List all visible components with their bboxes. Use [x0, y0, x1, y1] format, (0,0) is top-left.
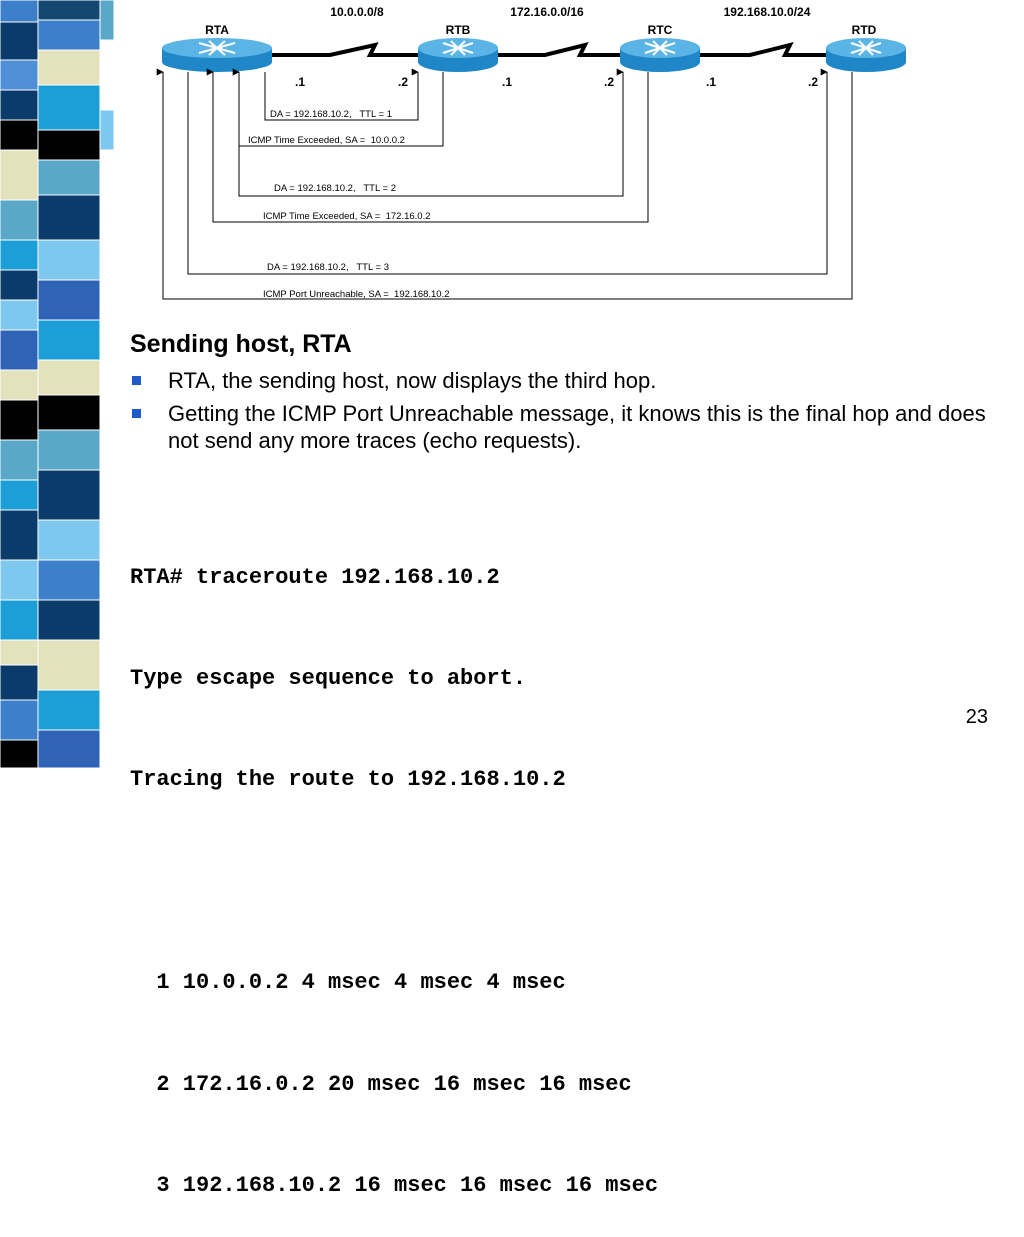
stripe-block: [37, 49, 101, 86]
stripe-block: [0, 699, 39, 741]
message-label: DA = 192.168.10.2, TTL = 3: [267, 262, 389, 273]
code-line: Tracing the route to 192.168.10.2: [130, 767, 566, 793]
stripe-block: [0, 509, 39, 561]
router-icon: [162, 38, 272, 72]
code-line: Type escape sequence to abort.: [130, 665, 527, 691]
stripe-block: [37, 194, 101, 241]
interface-label: .2: [604, 75, 614, 89]
stripe-block: [0, 664, 39, 701]
message-label: DA = 192.168.10.2, TTL = 2: [274, 183, 396, 194]
stripe-block: [0, 739, 39, 768]
stripe-block: [37, 239, 101, 281]
bullet-text: RTA, the sending host, now displays the …: [168, 368, 657, 393]
serial-link: [700, 42, 826, 57]
router-label: RTC: [648, 23, 673, 37]
probe-path-ttl1: [264, 68, 419, 121]
interface-label: .1: [706, 75, 716, 89]
stripe-block: [37, 519, 101, 561]
stripe-block: [0, 479, 39, 511]
message-label: ICMP Port Unreachable, SA = 192.168.10.2: [263, 289, 450, 300]
stripe-block: [0, 399, 39, 441]
bullet-item: Getting the ICMP Port Unreachable messag…: [130, 400, 1010, 454]
bullet-square-icon: [132, 376, 141, 385]
stripe-block: [0, 329, 39, 371]
router-label: RTB: [446, 23, 471, 37]
bullet-text: Getting the ICMP Port Unreachable messag…: [168, 401, 986, 453]
reply-path-port-unreachable: [156, 68, 853, 300]
stripe-block: [37, 319, 101, 361]
interface-label: .2: [808, 75, 818, 89]
stripe-block: [37, 84, 101, 131]
stripe-block: [0, 599, 39, 641]
bullet-square-icon: [132, 409, 141, 418]
slide-heading: Sending host, RTA: [130, 330, 352, 358]
stripe-block: [37, 129, 101, 161]
stripe-block: [0, 299, 39, 331]
router-icon: [418, 38, 498, 72]
traceroute-output: RTA# traceroute 192.168.10.2 Type escape…: [130, 493, 658, 1237]
stripe-block: [37, 639, 101, 691]
network-label: 192.168.10.0/24: [724, 5, 811, 19]
network-label: 172.16.0.0/16: [510, 5, 584, 19]
serial-link: [498, 42, 620, 57]
interface-label: .1: [295, 75, 305, 89]
bullet-item: RTA, the sending host, now displays the …: [130, 367, 1010, 394]
router-label: RTA: [205, 23, 229, 37]
decorative-side-stripe: [0, 0, 115, 768]
stripe-block: [37, 469, 101, 521]
code-line: 1 10.0.0.2 4 msec 4 msec 4 msec: [130, 970, 566, 996]
stripe-block: [99, 149, 115, 768]
code-line: RTA# traceroute 192.168.10.2: [130, 564, 500, 590]
message-label: DA = 192.168.10.2, TTL = 1: [270, 109, 392, 120]
page-number: 23: [965, 706, 988, 728]
code-line: 2 172.16.0.2 20 msec 16 msec 16 msec: [130, 1071, 632, 1097]
interface-label: .2: [398, 75, 408, 89]
stripe-block: [37, 729, 101, 768]
stripe-block: [37, 559, 101, 601]
message-label: ICMP Time Exceeded, SA = 10.0.0.2: [248, 135, 405, 146]
slide-body: Sending host, RTA RTA, the sending host,…: [130, 330, 1010, 460]
stripe-block: [37, 689, 101, 731]
network-label: 10.0.0.0/8: [330, 5, 384, 19]
stripe-block: [37, 359, 101, 396]
probe-path-ttl2: [238, 68, 624, 197]
router-icon: [620, 38, 700, 72]
stripe-block: [0, 439, 39, 481]
code-line: [130, 865, 658, 899]
router-icon: [826, 38, 906, 72]
stripe-block: [37, 429, 101, 471]
reply-path-time-exceeded-2: [206, 68, 649, 223]
router-label: RTD: [852, 23, 877, 37]
probe-path-ttl3: [187, 68, 828, 275]
stripe-block: [37, 394, 101, 431]
stripe-block: [0, 369, 39, 401]
traceroute-diagram: 10.0.0.0/8 172.16.0.0/16 192.168.10.0/24…: [156, 5, 906, 300]
reply-path-time-exceeded-1: [232, 68, 444, 147]
serial-link: [272, 42, 418, 57]
message-label: ICMP Time Exceeded, SA = 172.16.0.2: [263, 211, 431, 222]
interface-label: .1: [502, 75, 512, 89]
code-line: 3 192.168.10.2 16 msec 16 msec 16 msec: [130, 1172, 659, 1198]
stripe-block: [0, 639, 39, 666]
stripe-block: [37, 599, 101, 641]
stripe-block: [0, 559, 39, 601]
stripe-block: [37, 19, 101, 51]
